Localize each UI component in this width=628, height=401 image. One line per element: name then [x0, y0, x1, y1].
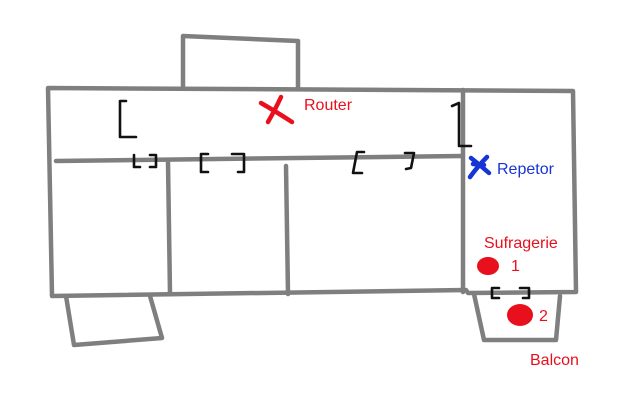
room-divider-1	[165, 159, 173, 297]
hallway-wall	[53, 153, 465, 164]
cross-mark-icon	[258, 94, 295, 125]
filled-dot-icon	[477, 257, 499, 275]
balcony-label: Balcon	[530, 352, 579, 369]
top-room-outline	[180, 33, 301, 91]
point-1-label: 1	[511, 258, 520, 275]
router-marker: Router	[258, 94, 353, 125]
main-outer-outline	[45, 85, 579, 299]
door-marker	[118, 99, 138, 139]
point-2-label: 2	[539, 308, 548, 325]
door-marker	[199, 152, 246, 174]
repeater-label: Repetor	[497, 161, 555, 178]
repeater-marker: Repetor	[467, 154, 555, 180]
cross-mark-icon	[467, 154, 492, 180]
walls	[45, 33, 579, 348]
doors	[118, 99, 531, 300]
room-divider-2	[283, 163, 291, 297]
filled-dot-icon	[507, 304, 533, 326]
door-marker	[450, 101, 473, 148]
router-label: Router	[304, 97, 353, 114]
door-marker	[351, 150, 416, 175]
right-balcony-outline	[471, 291, 563, 343]
door-marker	[490, 286, 531, 300]
door-marker	[132, 153, 158, 169]
left-balcony-outline	[63, 293, 165, 348]
living-room-label: Sufragerie	[484, 235, 558, 252]
